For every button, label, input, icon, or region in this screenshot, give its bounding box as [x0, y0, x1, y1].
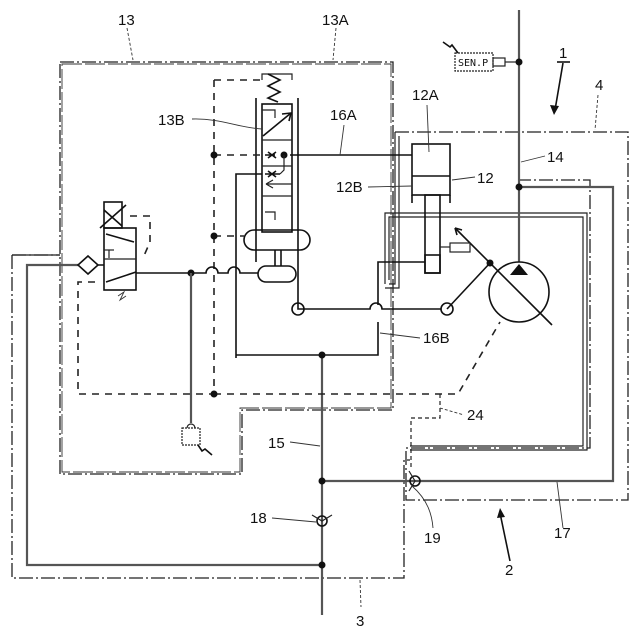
label-2: 2: [505, 562, 513, 579]
leader: [452, 177, 475, 180]
junction: [516, 184, 523, 191]
junction: [211, 152, 218, 159]
label-13a: 13A: [322, 12, 349, 29]
label-19: 19: [424, 530, 441, 547]
leader: [290, 442, 320, 446]
actuator-enclosure-inner: [389, 217, 583, 446]
junction: [516, 59, 523, 66]
line-to-valve: [186, 267, 258, 273]
junction: [211, 391, 218, 398]
label-18: 18: [250, 510, 267, 527]
junction: [211, 233, 218, 240]
valve-line: [236, 174, 262, 358]
leader: [192, 119, 262, 129]
leader: [360, 580, 361, 607]
label-4: 4: [595, 77, 603, 94]
filter: [78, 256, 98, 274]
leader: [380, 333, 420, 338]
pump: [440, 228, 552, 325]
solenoid-valve: [100, 202, 150, 300]
leader: [412, 486, 433, 528]
line-17: [322, 187, 613, 481]
junction: [319, 478, 326, 485]
return-line: [27, 265, 322, 565]
leader: [333, 28, 336, 60]
arrow-2-head: [497, 508, 505, 518]
leader: [595, 95, 598, 130]
label-12: 12: [477, 170, 494, 187]
pressure-switch: [182, 424, 212, 455]
boundary-13-inner: [62, 64, 391, 472]
label-1: 1: [559, 45, 567, 62]
pilot-line-24b: [411, 394, 440, 470]
leader: [427, 105, 429, 152]
leader: [368, 186, 412, 187]
label-3: 3: [356, 613, 364, 630]
valve-line-b: [236, 322, 378, 355]
leader: [521, 156, 545, 162]
leader: [127, 28, 133, 60]
spool-valve-13b: [244, 74, 310, 282]
label-13b: 13B: [158, 112, 185, 129]
arrow-1: [555, 63, 563, 110]
pilot-line-24: [214, 322, 500, 394]
solenoid-outlet: [98, 265, 186, 273]
arrow-2: [500, 513, 510, 561]
leader: [272, 518, 316, 522]
pressure-sensor: SEN.P: [443, 42, 519, 71]
leader: [557, 482, 563, 528]
actuator-12: [412, 144, 450, 273]
label-17: 17: [554, 525, 571, 542]
label-16a: 16A: [330, 107, 357, 124]
leader: [340, 125, 344, 155]
label-14: 14: [547, 149, 564, 166]
label-24: 24: [467, 407, 484, 424]
label-13: 13: [118, 12, 135, 29]
arrow-1-head: [550, 105, 559, 115]
label-12a: 12A: [412, 87, 439, 104]
label-12b: 12B: [336, 179, 363, 196]
actuator-enclosure: [385, 213, 587, 450]
label-16b: 16B: [423, 330, 450, 347]
label-15: 15: [268, 435, 285, 452]
leader: [440, 408, 464, 415]
junction: [319, 352, 326, 359]
junction: [319, 562, 326, 569]
enclosure-left-2: [385, 136, 399, 288]
valve-line-c: [298, 262, 441, 309]
sensor-text: SEN.P: [458, 58, 488, 69]
boundary-3: [12, 255, 410, 578]
